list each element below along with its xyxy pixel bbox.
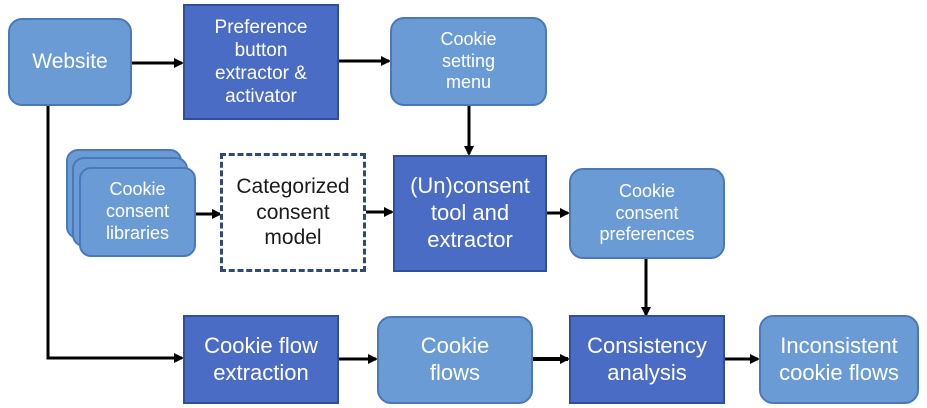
arrow-website-to-flow-extraction	[46, 106, 184, 363]
consistency-analysis-node: Consistency analysis	[569, 315, 725, 404]
preference-extractor-node: Preference button extractor & activator	[183, 4, 339, 120]
website-node: Website	[8, 18, 132, 106]
cookie-consent-preferences-node: Cookie consent preferences	[569, 168, 725, 259]
cookie-flow-extraction-node: Cookie flow extraction	[183, 315, 339, 404]
cookie-consent-libraries-node: Cookie consent libraries	[79, 167, 196, 257]
categorized-consent-model-node: Categorized consent model	[220, 153, 366, 272]
cookie-setting-menu-node: Cookie setting menu	[390, 17, 547, 106]
unconsent-tool-node: (Un)consent tool and extractor	[393, 155, 547, 272]
cookie-flows-node: Cookie flows	[377, 316, 533, 404]
inconsistent-cookie-flows-node: Inconsistent cookie flows	[759, 315, 919, 404]
